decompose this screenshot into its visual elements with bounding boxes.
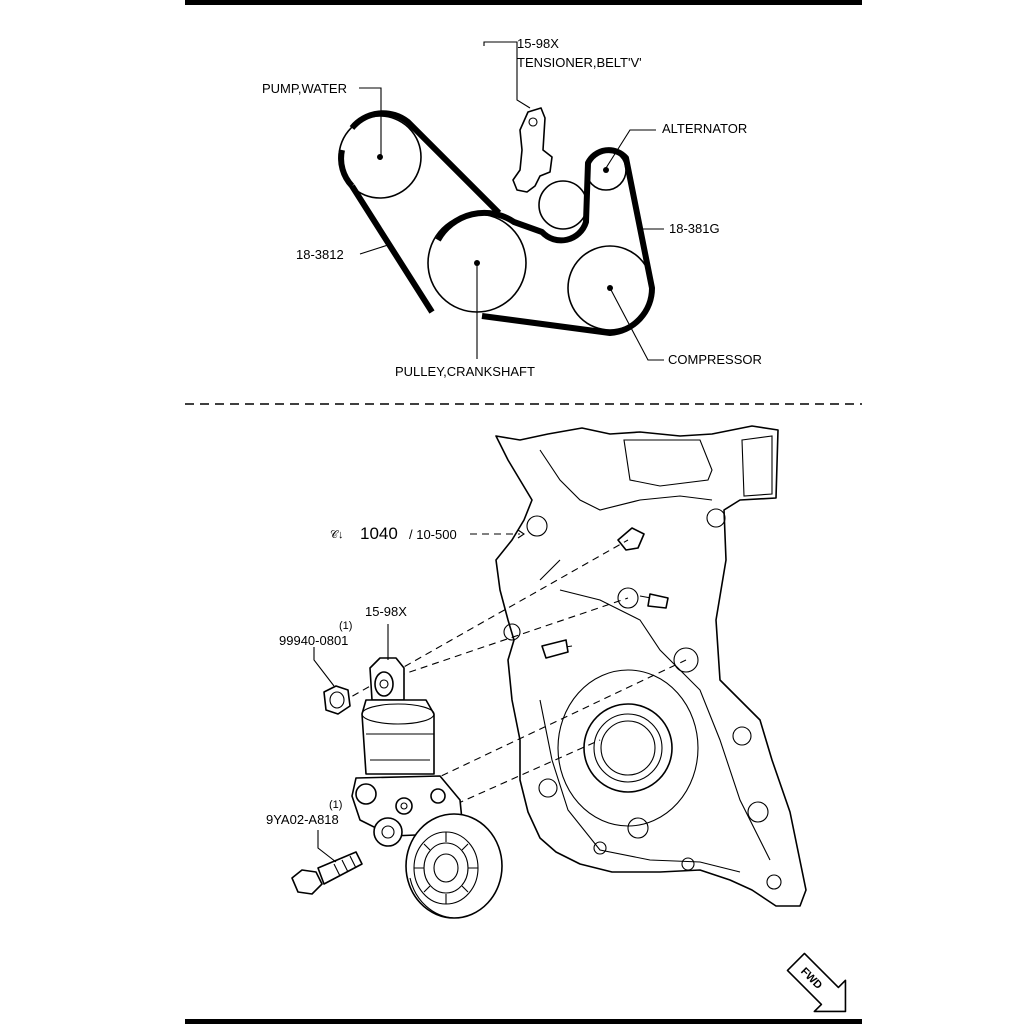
label-alternator: ALTERNATOR bbox=[662, 121, 747, 136]
label-water-pump: PUMP,WATER bbox=[262, 81, 347, 96]
belt-layout: 15-98X TENSIONER,BELT'V' PUMP,WATER ALTE… bbox=[262, 36, 762, 379]
label-ref-number: 1040 bbox=[360, 524, 398, 543]
label-tensioner-name: TENSIONER,BELT'V' bbox=[517, 55, 642, 70]
label-ref-code: 𝒞↓ bbox=[330, 529, 344, 541]
belt-18-381G bbox=[435, 147, 656, 336]
tensioner-body bbox=[512, 107, 553, 193]
engine-front-cover bbox=[495, 425, 807, 907]
top-border bbox=[185, 0, 862, 5]
bolt-9YA02-A818 bbox=[291, 851, 363, 895]
label-tensioner-partno-2: 15-98X bbox=[365, 604, 407, 619]
label-compressor: COMPRESSOR bbox=[668, 352, 762, 367]
exploded-view: 𝒞↓ 1040 / 10-500 15-98X (1) 99940-0801 (… bbox=[266, 425, 847, 1013]
label-belt-18-381G: 18-381G bbox=[669, 221, 720, 236]
label-tensioner-partno: 15-98X bbox=[517, 36, 559, 51]
label-nut-qty: (1) bbox=[339, 620, 352, 632]
tensioner-bolt-hole bbox=[528, 117, 538, 127]
label-ref-sub: / 10-500 bbox=[409, 527, 457, 542]
tensioner-idler-pulley bbox=[538, 180, 588, 230]
nut-99940-0801 bbox=[323, 685, 351, 715]
label-belt-18-3812: 18-3812 bbox=[296, 247, 344, 262]
label-crank-pulley: PULLEY,CRANKSHAFT bbox=[395, 364, 535, 379]
fwd-arrow-icon: FWD bbox=[786, 952, 847, 1013]
idler-pulley bbox=[405, 813, 503, 919]
label-bolt-qty: (1) bbox=[329, 799, 342, 811]
label-nut-partno: 99940-0801 bbox=[279, 633, 348, 648]
bottom-border bbox=[185, 1019, 862, 1024]
label-bolt-partno: 9YA02-A818 bbox=[266, 812, 339, 827]
front-seal bbox=[583, 703, 673, 793]
